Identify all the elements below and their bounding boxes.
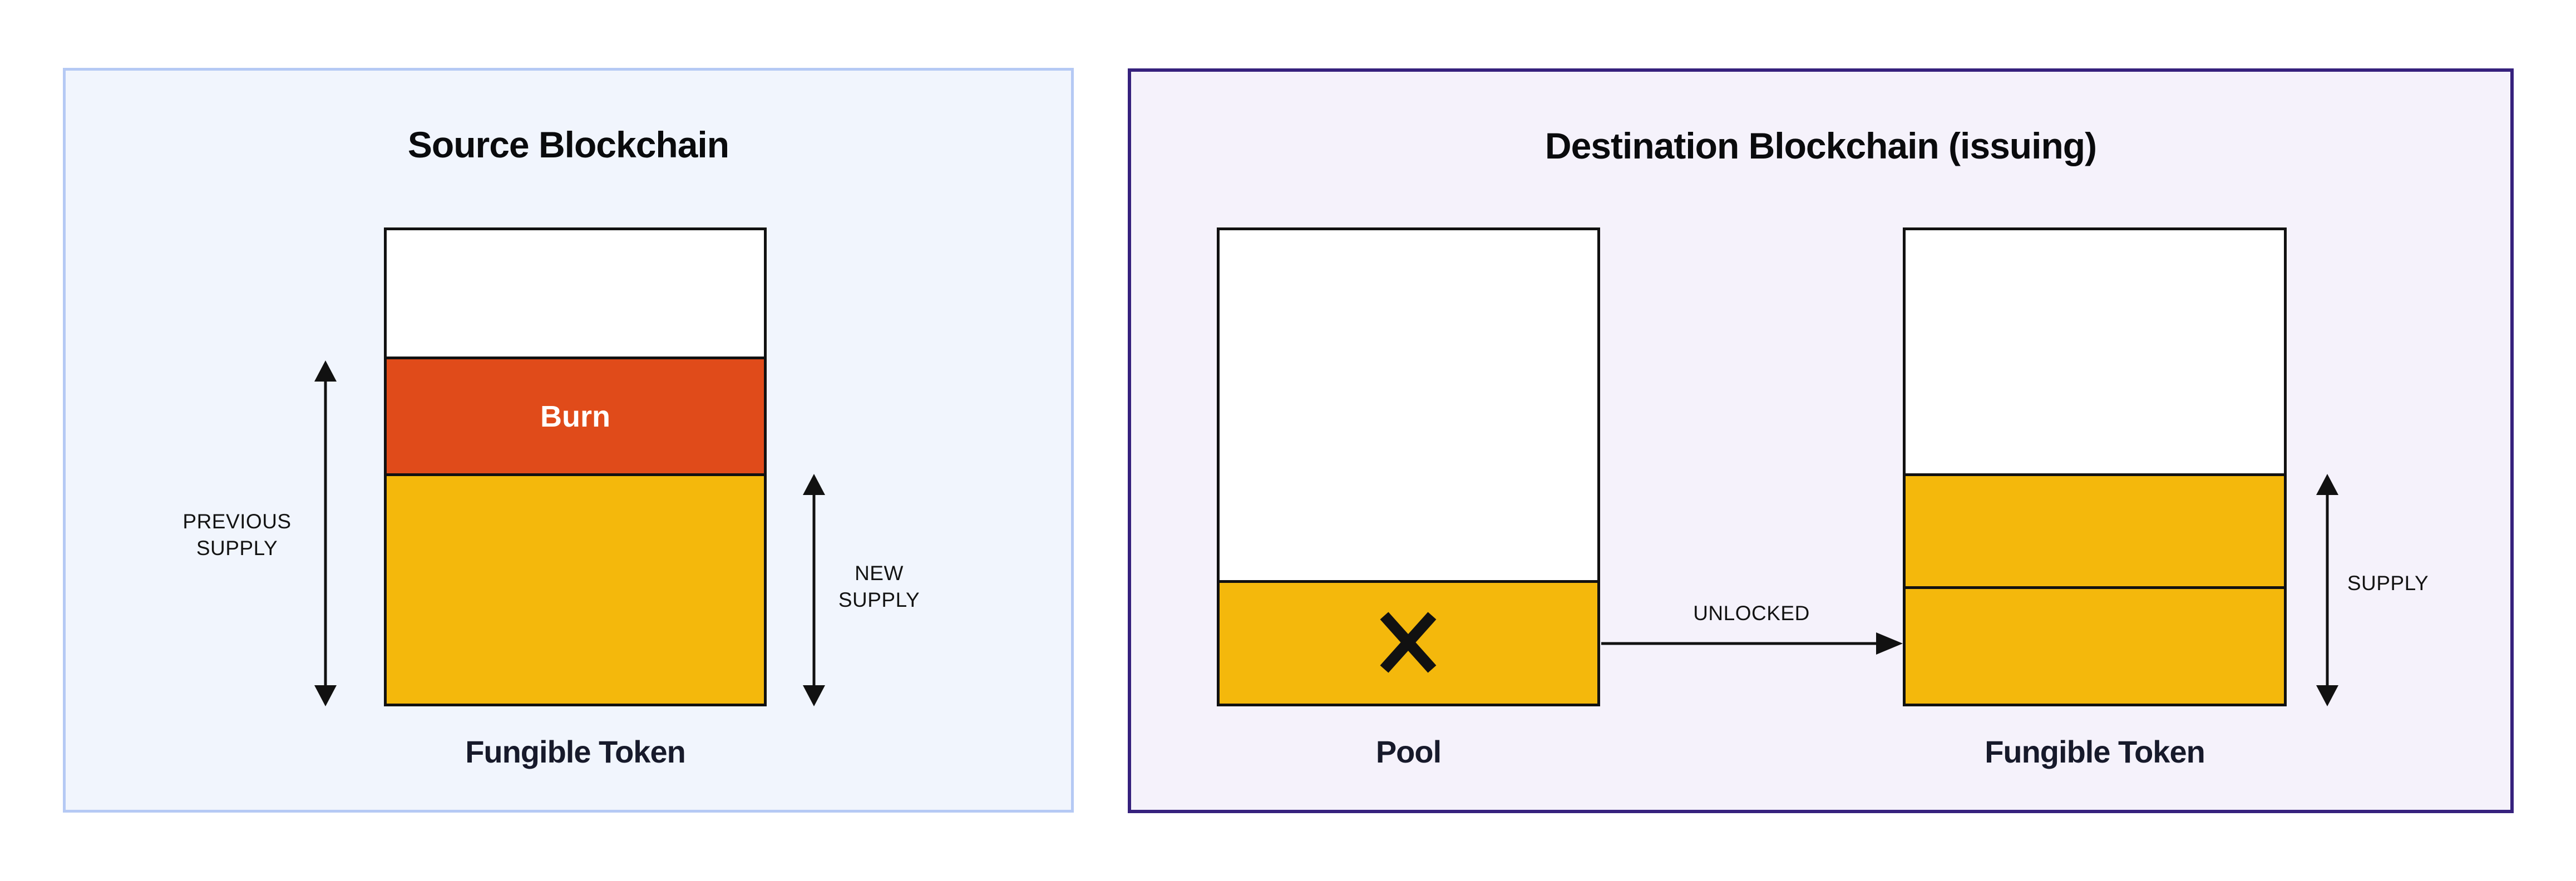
new-supply-label: NEW SUPPLY — [818, 560, 940, 613]
destination-bar-existing-supply-segment — [1906, 473, 2284, 586]
new-supply-label-line2: SUPPLY — [838, 588, 920, 611]
pool-caption: Pool — [1375, 734, 1442, 769]
previous-supply-label-line1: PREVIOUS — [182, 510, 292, 533]
unlocked-label: UNLOCKED — [1693, 602, 1810, 625]
burn-label: Burn — [540, 399, 610, 433]
destination-token-caption: Fungible Token — [1985, 734, 2205, 769]
pool-bar — [1217, 227, 1600, 706]
source-bar-burn-segment: Burn — [387, 357, 764, 473]
destination-bar-unlocked-supply-segment — [1906, 586, 2284, 704]
previous-supply-label: PREVIOUS SUPPLY — [154, 508, 320, 562]
pool-bar-empty-segment — [1220, 230, 1597, 580]
previous-supply-label-line2: SUPPLY — [196, 537, 278, 560]
source-token-bar: Burn — [384, 227, 767, 706]
source-bar-new-supply-segment — [387, 473, 764, 704]
unlocked-arrow-icon — [1601, 632, 1903, 655]
source-panel-title: Source Blockchain — [407, 124, 729, 165]
supply-arrow-icon — [2316, 474, 2338, 706]
destination-token-bar — [1903, 227, 2287, 706]
new-supply-label-line1: NEW — [855, 562, 904, 585]
new-supply-arrow-icon — [803, 474, 825, 706]
supply-label: SUPPLY — [2347, 572, 2429, 595]
crossed-out-icon — [1380, 612, 1437, 673]
destination-panel-title: Destination Blockchain (issuing) — [1544, 125, 2097, 166]
previous-supply-arrow-icon — [314, 360, 337, 706]
source-bar-empty-segment — [387, 230, 764, 357]
source-token-caption: Fungible Token — [465, 734, 686, 769]
destination-bar-empty-segment — [1906, 230, 2284, 473]
